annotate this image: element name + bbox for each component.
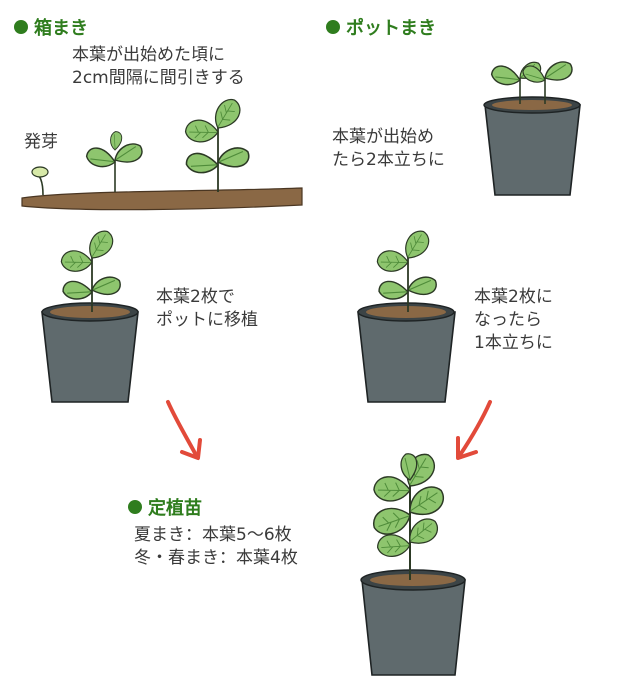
final-heading: 定植苗	[128, 494, 202, 520]
transplant-note: 本葉2枚で ポットに移植	[156, 286, 258, 332]
final-title: 定植苗	[148, 498, 202, 519]
pot-transplant	[41, 226, 139, 403]
box-soil	[21, 187, 303, 211]
bullet-icon	[326, 20, 340, 34]
box-thin-note: 本葉が出始めた頃に 2cm間隔に間引きする	[72, 44, 245, 90]
pot-two-seedlings	[483, 58, 581, 196]
box-sowing-title: 箱まき	[34, 18, 88, 39]
single-line-3: 1本立ちに	[474, 333, 553, 353]
bullet-icon	[128, 500, 142, 514]
pot-thin-line-1: 本葉が出始め	[332, 127, 434, 147]
germination-label: 発芽	[24, 132, 58, 152]
box-thin-line-1: 本葉が出始めた頃に	[72, 45, 225, 65]
box-sowing-heading: 箱まき	[14, 14, 88, 40]
pot-thin-line-2: たら2本立ちに	[332, 150, 445, 170]
final-winter: 冬・春まき：本葉4枚	[134, 548, 298, 568]
single-line-2: なったら	[474, 310, 542, 330]
arrow-right	[456, 400, 492, 460]
box-thin-line-2: 2cm間隔に間引きする	[72, 68, 245, 88]
arrow-left	[166, 400, 202, 460]
transplant-line-2: ポットに移植	[156, 310, 258, 330]
final-criteria: 夏まき：本葉5〜6枚 冬・春まき：本葉4枚	[134, 524, 298, 570]
pot-sowing-heading: ポットまき	[326, 14, 436, 40]
transplant-line-1: 本葉2枚で	[156, 287, 235, 307]
single-line-1: 本葉2枚に	[474, 287, 553, 307]
pot-final-seedling	[360, 449, 466, 676]
bullet-icon	[14, 20, 28, 34]
final-summer: 夏まき：本葉5〜6枚	[134, 525, 292, 545]
pot-single-seedling	[357, 226, 456, 403]
pot-sowing-title: ポットまき	[346, 18, 436, 39]
small-seedling	[83, 130, 146, 192]
tall-seedling	[182, 94, 252, 192]
single-seedling-note: 本葉2枚に なったら 1本立ちに	[474, 286, 553, 355]
sprout	[31, 166, 49, 196]
pot-thin-note: 本葉が出始め たら2本立ちに	[332, 126, 445, 172]
